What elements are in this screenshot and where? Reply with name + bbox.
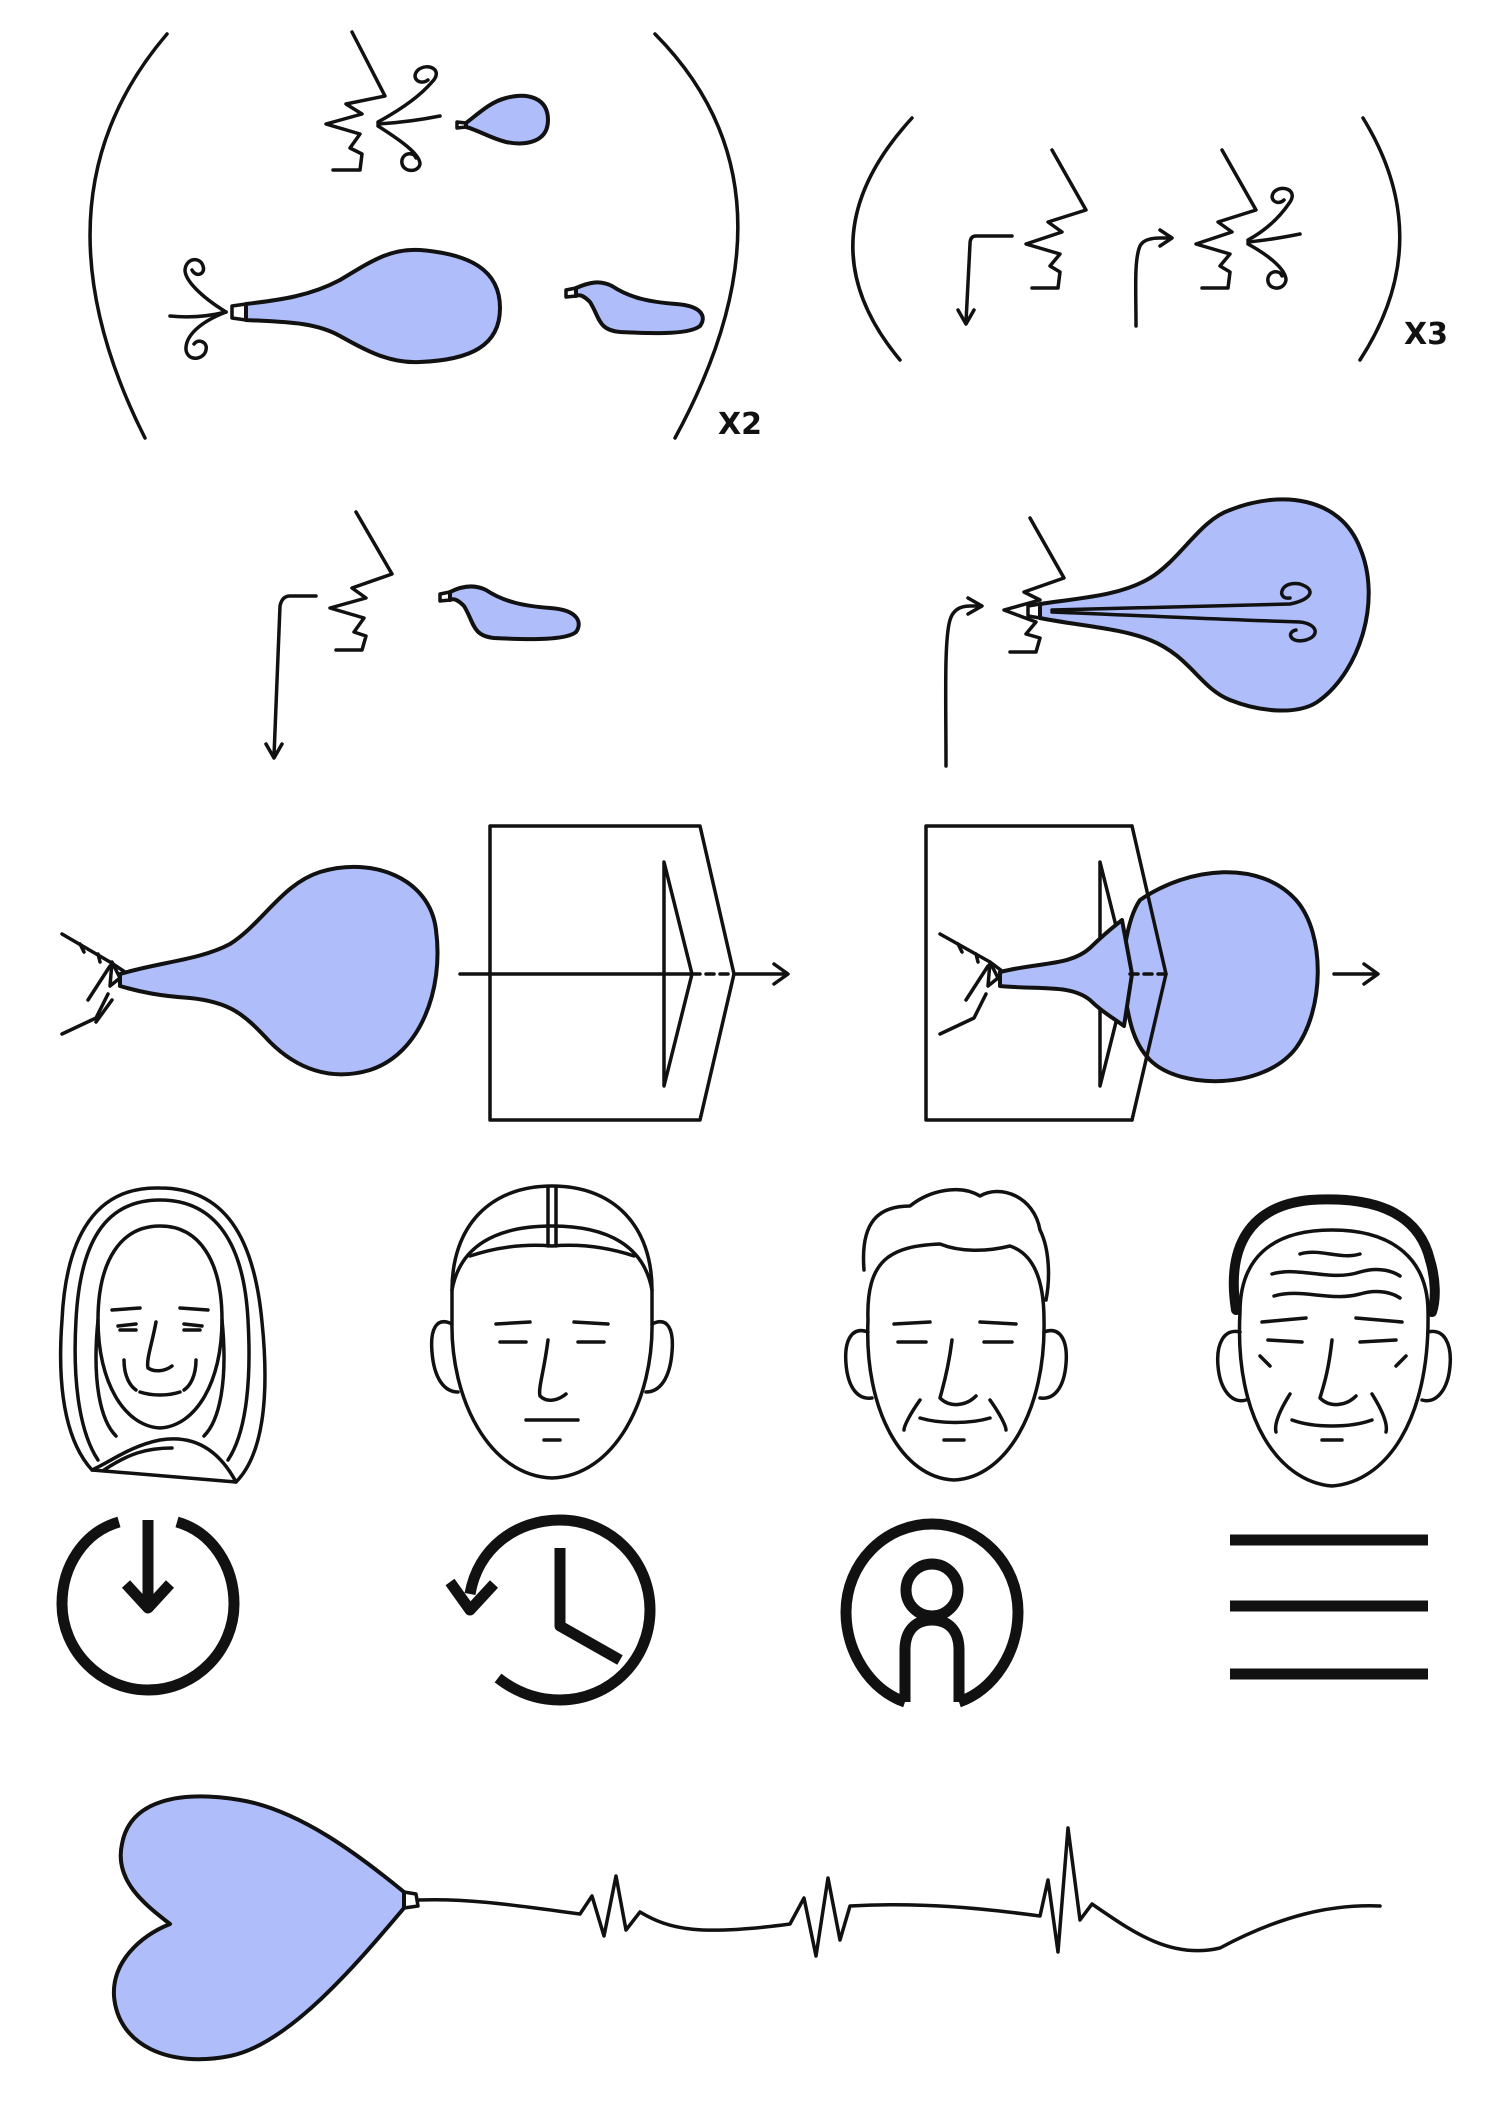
breath-icon [376, 65, 442, 173]
breath-icon [1246, 186, 1302, 290]
balloon-icon [1120, 870, 1320, 1084]
download-power-icon [56, 1516, 240, 1696]
small-balloon-icon [455, 93, 550, 146]
multiplier-label: X3 [1404, 317, 1448, 352]
pump-sequence-left [60, 824, 790, 1122]
exhale-arrow-icon [964, 234, 1014, 324]
inhale-arrow-icon [943, 604, 982, 768]
nose-profile-icon [1194, 148, 1258, 290]
inhale-arrow-icon [1133, 236, 1172, 328]
elderly-man-face-icon [1215, 1194, 1453, 1488]
exhale-inhale-group: X2 [88, 30, 762, 442]
nose-profile-icon [1002, 516, 1066, 654]
balloon-pump-icon [60, 932, 130, 1036]
large-balloon-icon [168, 247, 502, 365]
multiplier-label: X2 [718, 407, 762, 442]
pump-sequence-right [924, 824, 1380, 1122]
young-man-face-icon [429, 1184, 675, 1480]
direction-arrow-icon [732, 962, 790, 986]
history-clock-icon [445, 1514, 656, 1706]
single-breath-left [264, 510, 581, 760]
left-bracket [88, 32, 169, 440]
single-breath-right [943, 497, 1371, 768]
hamburger-menu-icon [1230, 1534, 1428, 1680]
direction-arrow-icon [1332, 962, 1380, 986]
exhale-arrow-icon [272, 594, 318, 758]
inflating-balloon-icon [1026, 497, 1371, 713]
balloon-neck-icon [998, 918, 1134, 1028]
heartbeat-line-icon [416, 1826, 1382, 1958]
short-breaths-group: X3 [851, 116, 1448, 362]
left-bracket [851, 116, 914, 362]
woman-headscarf-face-icon [58, 1186, 267, 1484]
right-bracket [1358, 116, 1402, 362]
deflated-balloon-icon [564, 280, 705, 336]
nose-profile-icon [1024, 148, 1088, 290]
balloon-pump-icon [938, 932, 1008, 1036]
deflated-balloon-icon [438, 584, 581, 642]
nose-profile-icon [328, 510, 394, 652]
user-account-icon [840, 1518, 1024, 1708]
nose-profile-icon [324, 30, 387, 172]
middle-aged-man-face-icon [843, 1187, 1069, 1482]
heart-balloon-icon [111, 1794, 420, 2062]
right-bracket [653, 32, 740, 440]
balloon-icon [118, 864, 440, 1077]
